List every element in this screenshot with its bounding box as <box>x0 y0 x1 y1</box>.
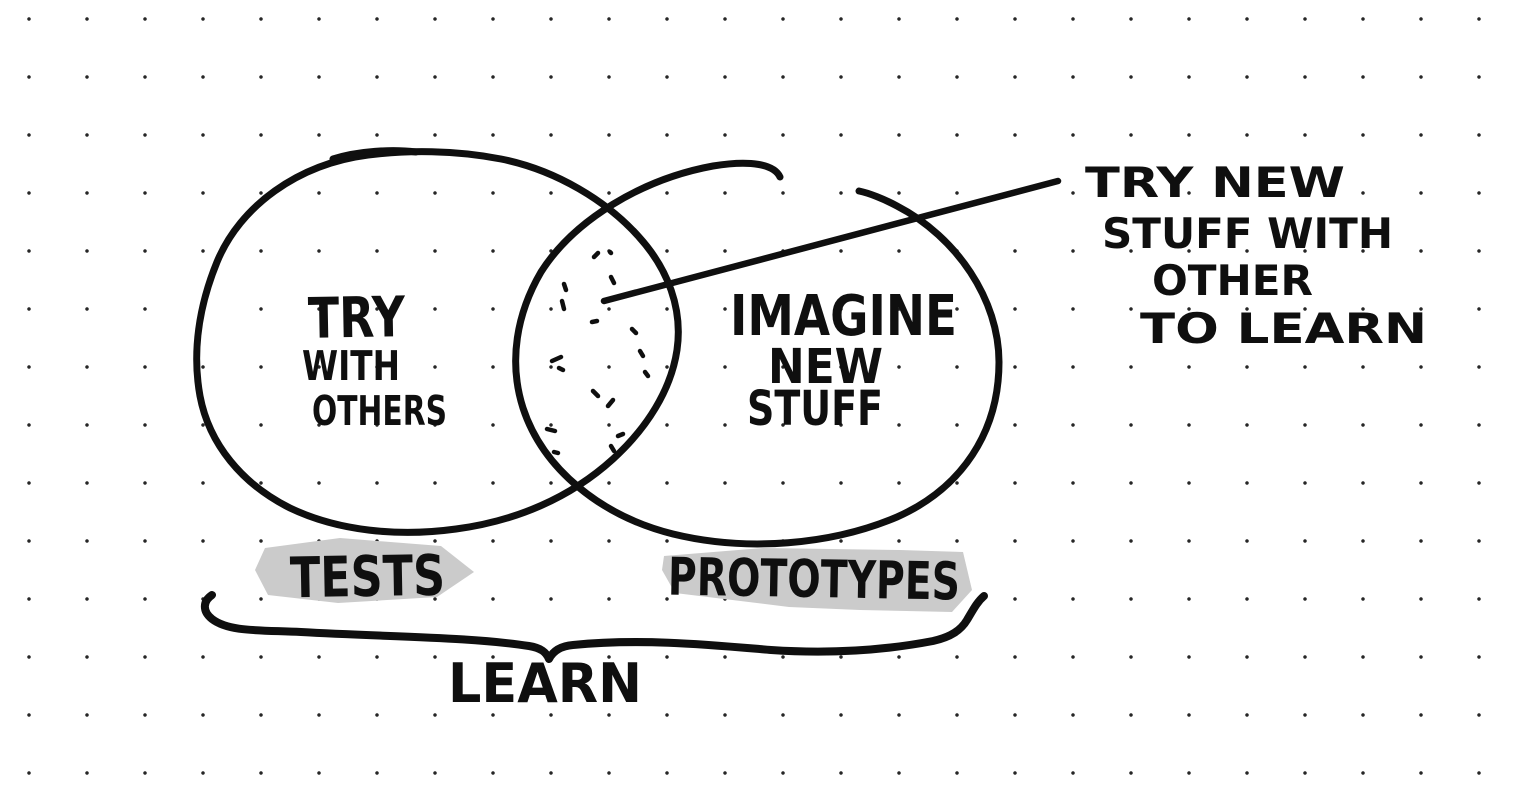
tests-highlight-mark <box>255 538 474 603</box>
left-circle-label-line-2: WITH <box>302 342 400 390</box>
tests-tag: TESTS <box>289 544 445 612</box>
pointer-line <box>600 177 1062 305</box>
left-circle-label: TRY WITH OTHERS <box>302 285 447 435</box>
venn-right-circle <box>512 159 1003 548</box>
right-circle-label-line-2: NEW <box>768 339 883 395</box>
brace-label: LEARN <box>448 652 642 715</box>
left-circle-label-line-1: TRY <box>307 285 406 352</box>
right-circle-label-line-3: STUFF <box>747 381 883 437</box>
callout-annotation: TRY NEW STUFF WITH OTHER TO LEARN <box>1085 158 1427 353</box>
venn-circles <box>193 147 1003 548</box>
left-circle-label-line-3: OTHERS <box>312 387 447 435</box>
venn-left-circle <box>193 148 682 536</box>
venn-left-circle-overlap-stroke <box>329 147 420 163</box>
right-circle-label: IMAGINE NEW STUFF <box>730 284 957 437</box>
right-circle-label-line-1: IMAGINE <box>730 284 957 349</box>
callout-line-4: TO LEARN <box>1140 304 1427 353</box>
callout-line-1: TRY NEW <box>1085 158 1345 207</box>
prototypes-tag: PROTOTYPES <box>667 547 960 612</box>
callout-line-3: OTHER <box>1152 256 1313 305</box>
learn-brace <box>200 591 988 663</box>
overlap-stipple <box>544 249 651 456</box>
callout-line-2: STUFF WITH <box>1102 209 1393 258</box>
prototypes-highlight-mark <box>662 548 972 612</box>
